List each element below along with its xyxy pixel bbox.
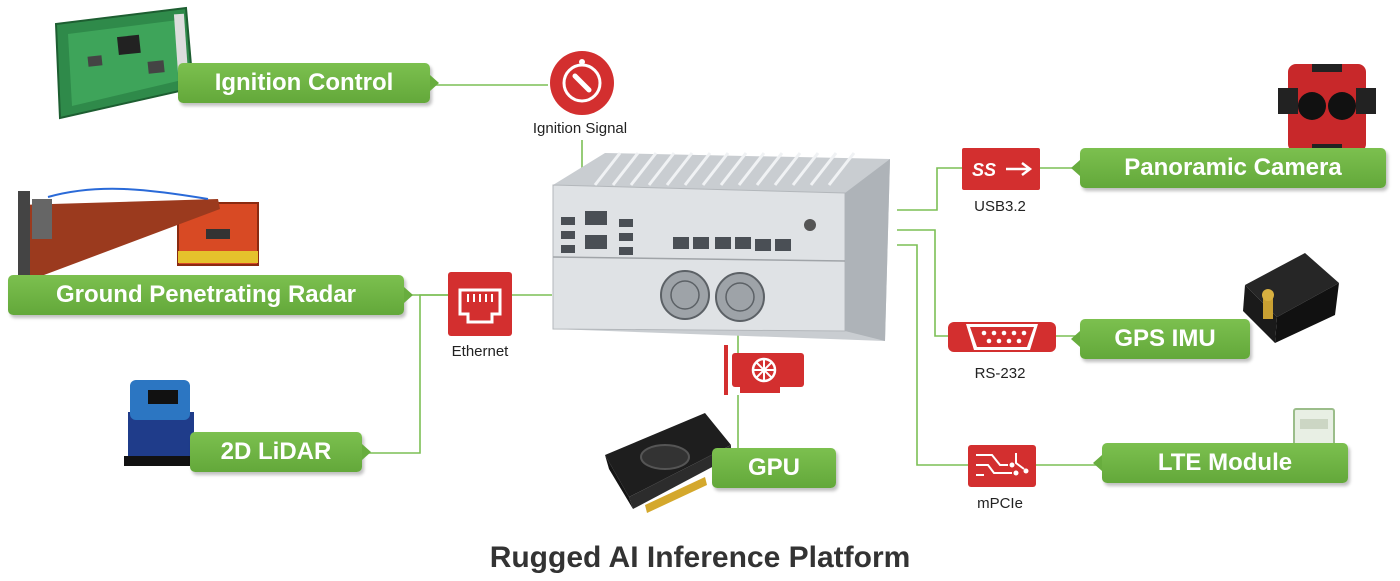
lidar-2d-label: 2D LiDAR: [190, 432, 371, 472]
rugged-ai-platform-device: [552, 152, 890, 341]
panoramic-camera-photo: [1278, 64, 1376, 154]
gps-imu-label: GPS IMU: [1071, 319, 1250, 359]
ignition-signal-label: Ignition Signal: [532, 120, 628, 137]
lte-module-label: LTE Module: [1093, 443, 1348, 483]
gpu-card-icon: [724, 345, 804, 395]
wire-rs232: [897, 229, 948, 337]
ethernet-port-icon: [448, 272, 512, 336]
gpu-label: GPU: [712, 448, 836, 488]
usb-icon: SS: [962, 148, 1040, 190]
diagram-title: Rugged AI Inference Platform: [489, 541, 911, 574]
mpcie-label: mPCIe: [977, 495, 1023, 512]
wire-mpcie: [897, 244, 968, 466]
ethernet-label: Ethernet: [451, 343, 509, 360]
rs232-label: RS-232: [974, 365, 1026, 382]
lidar-2d-photo: [124, 380, 200, 466]
usb-label: USB3.2: [974, 198, 1026, 215]
wire-lidar: [366, 294, 448, 454]
wire-usb: [897, 167, 962, 211]
ignition-control-board-photo: [54, 6, 195, 120]
ground-penetrating-radar-label: Ground Penetrating Radar: [8, 275, 413, 315]
usb-ss-text: SS: [972, 160, 996, 180]
ignition-control-label: Ignition Control: [178, 63, 439, 103]
mpcie-icon: [968, 445, 1036, 487]
gps-imu-photo: [1243, 253, 1339, 343]
ignition-key-icon: [550, 51, 614, 115]
panoramic-camera-label: Panoramic Camera: [1071, 148, 1386, 188]
gpu-photo: [605, 413, 731, 513]
serial-port-icon: [948, 322, 1056, 352]
ground-penetrating-radar-photo: [18, 187, 259, 281]
